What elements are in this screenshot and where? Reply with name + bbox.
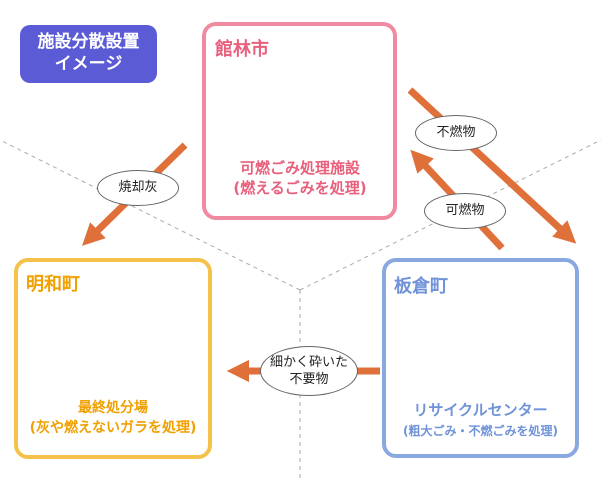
arrow-nonburnable <box>407 87 577 244</box>
diagram-title-badge: 施設分散設置 イメージ <box>20 25 157 83</box>
node-tatebayashi-caption-line1: 可燃ごみ処理施設 <box>239 159 360 177</box>
flow-label-ash: 焼却灰 <box>97 170 179 206</box>
node-meiwa-caption: 最終処分場 (灰や燃えないガラを処理) <box>17 398 209 438</box>
flow-label-residue: 細かく砕いた 不要物 <box>260 346 358 396</box>
flow-label-residue-line2: 不要物 <box>289 372 329 387</box>
node-meiwa-name: 明和町 <box>26 274 80 295</box>
node-meiwa-box <box>14 258 212 459</box>
flow-label-residue-line1: 細かく砕いた <box>269 355 348 370</box>
node-meiwa-caption-line2: (灰や燃えないガラを処理) <box>29 420 197 436</box>
node-tatebayashi-box <box>202 22 397 220</box>
node-itakura-box <box>382 258 579 458</box>
diagram-title-line1: 施設分散設置 <box>37 32 140 52</box>
node-itakura-caption-line1: リサイクルセンター <box>413 401 548 419</box>
node-tatebayashi-name: 館林市 <box>215 39 269 60</box>
flow-label-nonburnable: 不燃物 <box>415 115 497 151</box>
node-meiwa-caption-line1: 最終処分場 <box>78 400 148 416</box>
diagram-title-line2: イメージ <box>54 54 123 74</box>
flow-label-burnable: 可燃物 <box>424 193 506 229</box>
node-tatebayashi-caption: 可燃ごみ処理施設 (燃えるごみを処理) <box>205 158 395 198</box>
node-itakura-name: 板倉町 <box>394 276 448 297</box>
node-tatebayashi-caption-line2: (燃えるごみを処理) <box>233 179 367 197</box>
node-itakura-caption-line2: (粗大ごみ・不燃ごみを処理) <box>403 424 558 438</box>
